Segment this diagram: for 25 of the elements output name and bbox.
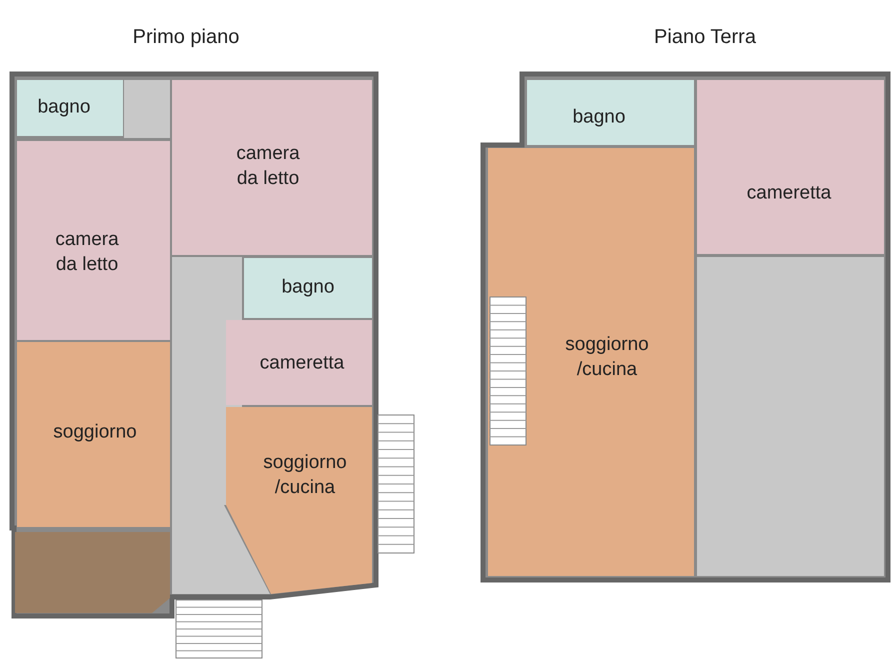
floor-title: Primo piano	[132, 26, 240, 49]
room-name: cameretta	[258, 352, 346, 376]
room	[17, 141, 170, 340]
room	[697, 80, 884, 254]
room	[17, 80, 123, 136]
room-name: soggiorno	[52, 420, 138, 444]
room-name: bagno	[36, 96, 92, 120]
room	[226, 407, 372, 594]
room-name: soggiorno /cucina	[564, 333, 650, 382]
room	[15, 532, 170, 613]
room-name: soggiorno /cucina	[262, 451, 348, 500]
room	[226, 320, 372, 405]
room-name: camera da letto	[54, 228, 120, 277]
room-name: bagno	[572, 106, 626, 130]
room	[697, 257, 884, 576]
room	[17, 342, 170, 527]
room	[244, 258, 372, 318]
room-name: bagno	[280, 276, 336, 300]
room	[124, 80, 170, 138]
room	[172, 80, 372, 255]
floor-title: Piano Terra	[654, 26, 756, 49]
room	[527, 80, 694, 145]
room-name: cameretta	[746, 182, 832, 206]
room-name: camera da letto	[235, 142, 301, 191]
room	[488, 148, 694, 576]
